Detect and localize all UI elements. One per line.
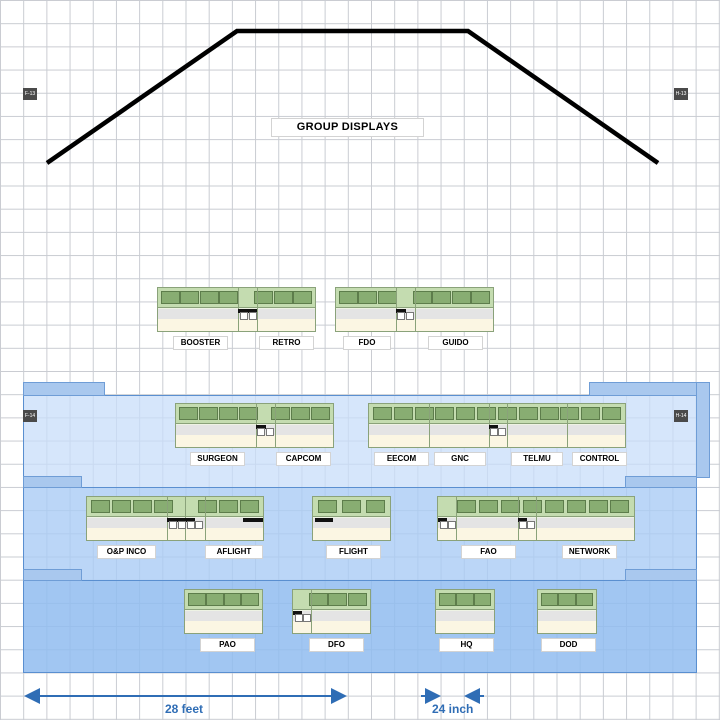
- grid-marker-f14: F-14: [23, 410, 37, 422]
- ledge-right-side: [696, 382, 710, 478]
- console-label-flight: FLIGHT: [326, 545, 381, 559]
- console-dod: [537, 589, 597, 634]
- console-dfo: [292, 589, 371, 634]
- console-surgeon-capcom: [175, 403, 334, 448]
- console-hq: [435, 589, 495, 634]
- console-eecom-gnc-telmu-control: [368, 403, 626, 448]
- console-op-inco-aflight: [86, 496, 264, 541]
- grid-marker-h14: H-14: [674, 410, 688, 422]
- group-displays-title: GROUP DISPLAYS: [271, 118, 424, 137]
- console-label-gnc: GNC: [434, 452, 486, 466]
- console-flight: [312, 496, 391, 541]
- console-fao-network: [437, 496, 635, 541]
- console-label-retro: RETRO: [259, 336, 314, 350]
- width-dimension-label: 28 feet: [165, 702, 204, 716]
- console-label-capcom: CAPCOM: [276, 452, 331, 466]
- grid-marker-h13: H-13: [674, 88, 688, 100]
- console-label-eecom: EECOM: [374, 452, 429, 466]
- console-fdo-guido: [335, 287, 494, 332]
- ledge-low-right: [625, 569, 697, 581]
- ledge-top-left: [23, 382, 105, 396]
- console-label-aflight: AFLIGHT: [205, 545, 263, 559]
- console-label-pao: PAO: [200, 638, 255, 652]
- console-label-telmu: TELMU: [511, 452, 563, 466]
- grid-marker-f13: F-13: [23, 88, 37, 100]
- console-label-dfo: DFO: [309, 638, 364, 652]
- console-label-booster: BOOSTER: [173, 336, 228, 350]
- console-label-control: CONTROL: [572, 452, 627, 466]
- console-label-surgeon: SURGEON: [190, 452, 245, 466]
- console-label-dod: DOD: [541, 638, 596, 652]
- ledge-mid-left: [23, 476, 82, 488]
- console-label-network: NETWORK: [562, 545, 617, 559]
- gap-dimension-label: 24 inch: [432, 702, 474, 716]
- console-label-fao: FAO: [461, 545, 516, 559]
- console-label-op-inco: O&P INCO: [97, 545, 156, 559]
- console-label-fdo: FDO: [343, 336, 391, 350]
- console-label-hq: HQ: [439, 638, 494, 652]
- console-label-guido: GUIDO: [428, 336, 483, 350]
- console-booster-retro: [157, 287, 316, 332]
- ledge-mid-right: [625, 476, 697, 488]
- console-pao: [184, 589, 263, 634]
- ledge-low-left: [23, 569, 82, 581]
